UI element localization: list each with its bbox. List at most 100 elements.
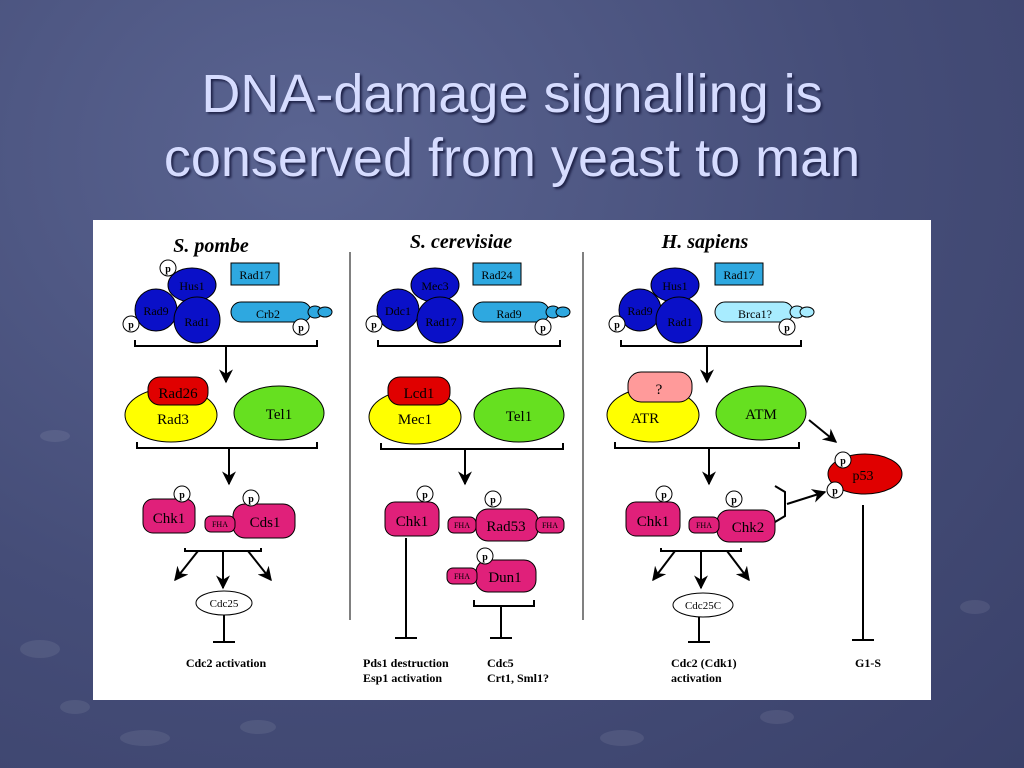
phospho-label: p xyxy=(371,320,377,331)
pombe-effectors: Chk1 p Cds1 FHA p xyxy=(142,485,296,539)
pombe-bracket-1 xyxy=(134,340,318,347)
pombe-chk1 xyxy=(142,498,196,534)
pombe-crb2: Crb2 p xyxy=(230,301,333,336)
sapiens-cdc25c-label: Cdc25C xyxy=(685,600,721,612)
phospho-label: p xyxy=(248,494,254,505)
cerevisiae-rad17-label: Rad17 xyxy=(425,315,456,329)
sapiens-partner-label: ? xyxy=(656,382,663,398)
background-dot xyxy=(120,730,170,746)
sapiens-p53-label: p53 xyxy=(853,469,874,484)
cerevisiae-chk1 xyxy=(384,501,440,537)
sapiens-chk2-label: Chk2 xyxy=(732,520,765,536)
phospho-label: p xyxy=(784,323,790,334)
pombe-chk1-label: Chk1 xyxy=(153,511,186,527)
sapiens-bracket-2 xyxy=(614,442,800,449)
cerevisiae-ddc1-label: Ddc1 xyxy=(385,304,411,318)
pombe-rad17 xyxy=(230,262,280,286)
phospho-label: p xyxy=(165,264,171,275)
pombe-arrow-left xyxy=(174,550,199,582)
phospho-label: p xyxy=(128,320,134,331)
pombe-hus1-label: Hus1 xyxy=(179,279,204,293)
phospho-label: p xyxy=(661,490,667,501)
cerevisiae-mec1-label: Mec1 xyxy=(398,412,432,428)
fha-label: FHA xyxy=(212,520,228,529)
sapiens-bracket-chk xyxy=(774,485,786,523)
background-dot xyxy=(760,710,794,724)
fha-label: FHA xyxy=(542,521,558,530)
title-line-1: DNA-damage signalling is xyxy=(201,64,823,124)
cerevisiae-tel1 xyxy=(473,387,565,443)
fha-label: FHA xyxy=(454,521,470,530)
cerevisiae-rad53-label: Rad53 xyxy=(486,519,525,535)
pombe-crb2-label: Crb2 xyxy=(256,307,280,321)
phospho-label: p xyxy=(614,320,620,331)
phospho-label: p xyxy=(731,495,737,506)
sapiens-chk1 xyxy=(625,501,681,537)
organism-pombe: S. pombe xyxy=(173,235,249,257)
pombe-arrow-right xyxy=(247,550,272,582)
phospho-label: p xyxy=(482,552,488,563)
cerevisiae-bracket-3 xyxy=(473,600,535,607)
pombe-clamp-complex: Hus1 Rad9 Rad1 p p xyxy=(122,259,221,344)
title-line-2: conserved from yeast to man xyxy=(163,128,861,188)
fha-label: FHA xyxy=(696,521,712,530)
fha-label: FHA xyxy=(454,572,470,581)
pombe-rad26-label: Rad26 xyxy=(158,386,198,402)
sapiens-rad17 xyxy=(714,262,764,286)
background-dot xyxy=(960,600,990,614)
cerevisiae-outcome-3: Cdc5 xyxy=(487,656,514,670)
cerevisiae-effectors: Chk1 p Rad53 FHA FHA p Dun1 FHA p xyxy=(384,485,565,593)
sapiens-outcome-2: activation xyxy=(671,671,722,685)
sapiens-hus1-label: Hus1 xyxy=(662,279,687,293)
cerevisiae-mec3-label: Mec3 xyxy=(421,279,448,293)
sapiens-atr-complex: ? ATR xyxy=(606,371,700,443)
cerevisiae-rad24-label: Rad24 xyxy=(481,268,512,282)
sapiens-outcome-1: Cdc2 (Cdk1) xyxy=(671,656,737,670)
sapiens-chk1-label: Chk1 xyxy=(637,514,670,530)
cerevisiae-clamp-complex: Mec3 Ddc1 Rad17 p xyxy=(365,267,464,344)
sapiens-arrow-left xyxy=(652,550,676,582)
pombe-rad3-complex: Rad26 Rad3 xyxy=(124,376,218,443)
cerevisiae-rad24 xyxy=(472,262,522,286)
background-dot xyxy=(600,730,644,746)
phospho-label: p xyxy=(490,495,496,506)
cerevisiae-outcome-1: Pds1 destruction xyxy=(363,656,449,670)
pombe-rad1 xyxy=(173,296,221,344)
pombe-bracket-3 xyxy=(184,548,262,552)
cerevisiae-lcd1-label: Lcd1 xyxy=(404,386,435,402)
pombe-cdc25-label: Cdc25 xyxy=(210,598,239,610)
sapiens-bracket-1 xyxy=(620,340,802,347)
pombe-rad3-label: Rad3 xyxy=(157,412,189,428)
cerevisiae-outcome-4: Crt1, Sml1? xyxy=(487,671,549,685)
phospho-label: p xyxy=(840,456,846,467)
phospho-label: p xyxy=(540,323,546,334)
phospho-label: p xyxy=(298,323,304,334)
fha-domain xyxy=(204,515,236,533)
sapiens-atm-to-p53-arrow xyxy=(808,419,838,443)
sapiens-cdc25c xyxy=(672,592,734,618)
cerevisiae-dun1-label: Dun1 xyxy=(488,570,521,586)
cerevisiae-outcome-2: Esp1 activation xyxy=(363,671,442,685)
organism-sapiens: H. sapiens xyxy=(661,231,749,253)
background-dot xyxy=(240,720,276,734)
sapiens-brca1: Brca1? p xyxy=(714,301,815,336)
sapiens-rad9-label: Rad9 xyxy=(627,304,652,318)
sapiens-bracket-3 xyxy=(660,548,742,552)
pombe-cds1-label: Cds1 xyxy=(250,515,281,531)
sapiens-atm xyxy=(715,385,807,441)
cerevisiae-bracket-1 xyxy=(377,340,561,347)
pathway-diagram: S. pombe S. cerevisiae H. sapiens Hus1 R… xyxy=(122,231,903,685)
diagram-panel: S. pombe S. cerevisiae H. sapiens Hus1 R… xyxy=(93,220,931,700)
cerevisiae-chk1-label: Chk1 xyxy=(396,514,429,530)
sapiens-effectors: Chk1 p Chk2 FHA p xyxy=(625,485,776,543)
sapiens-outcome-g1: G1-S xyxy=(855,656,881,670)
phospho-label: p xyxy=(832,486,838,497)
sapiens-clamp-complex: Hus1 Rad9 Rad1 p xyxy=(608,267,703,344)
pombe-tel1 xyxy=(233,385,325,441)
background-dot xyxy=(60,700,90,714)
cerevisiae-tel1-label: Tel1 xyxy=(506,409,532,425)
sapiens-atr-label: ATR xyxy=(631,411,659,427)
sapiens-brca1-label: Brca1? xyxy=(738,307,772,321)
pombe-rad9-label: Rad9 xyxy=(143,304,168,318)
cerevisiae-rad9-label: Rad9 xyxy=(496,307,521,321)
